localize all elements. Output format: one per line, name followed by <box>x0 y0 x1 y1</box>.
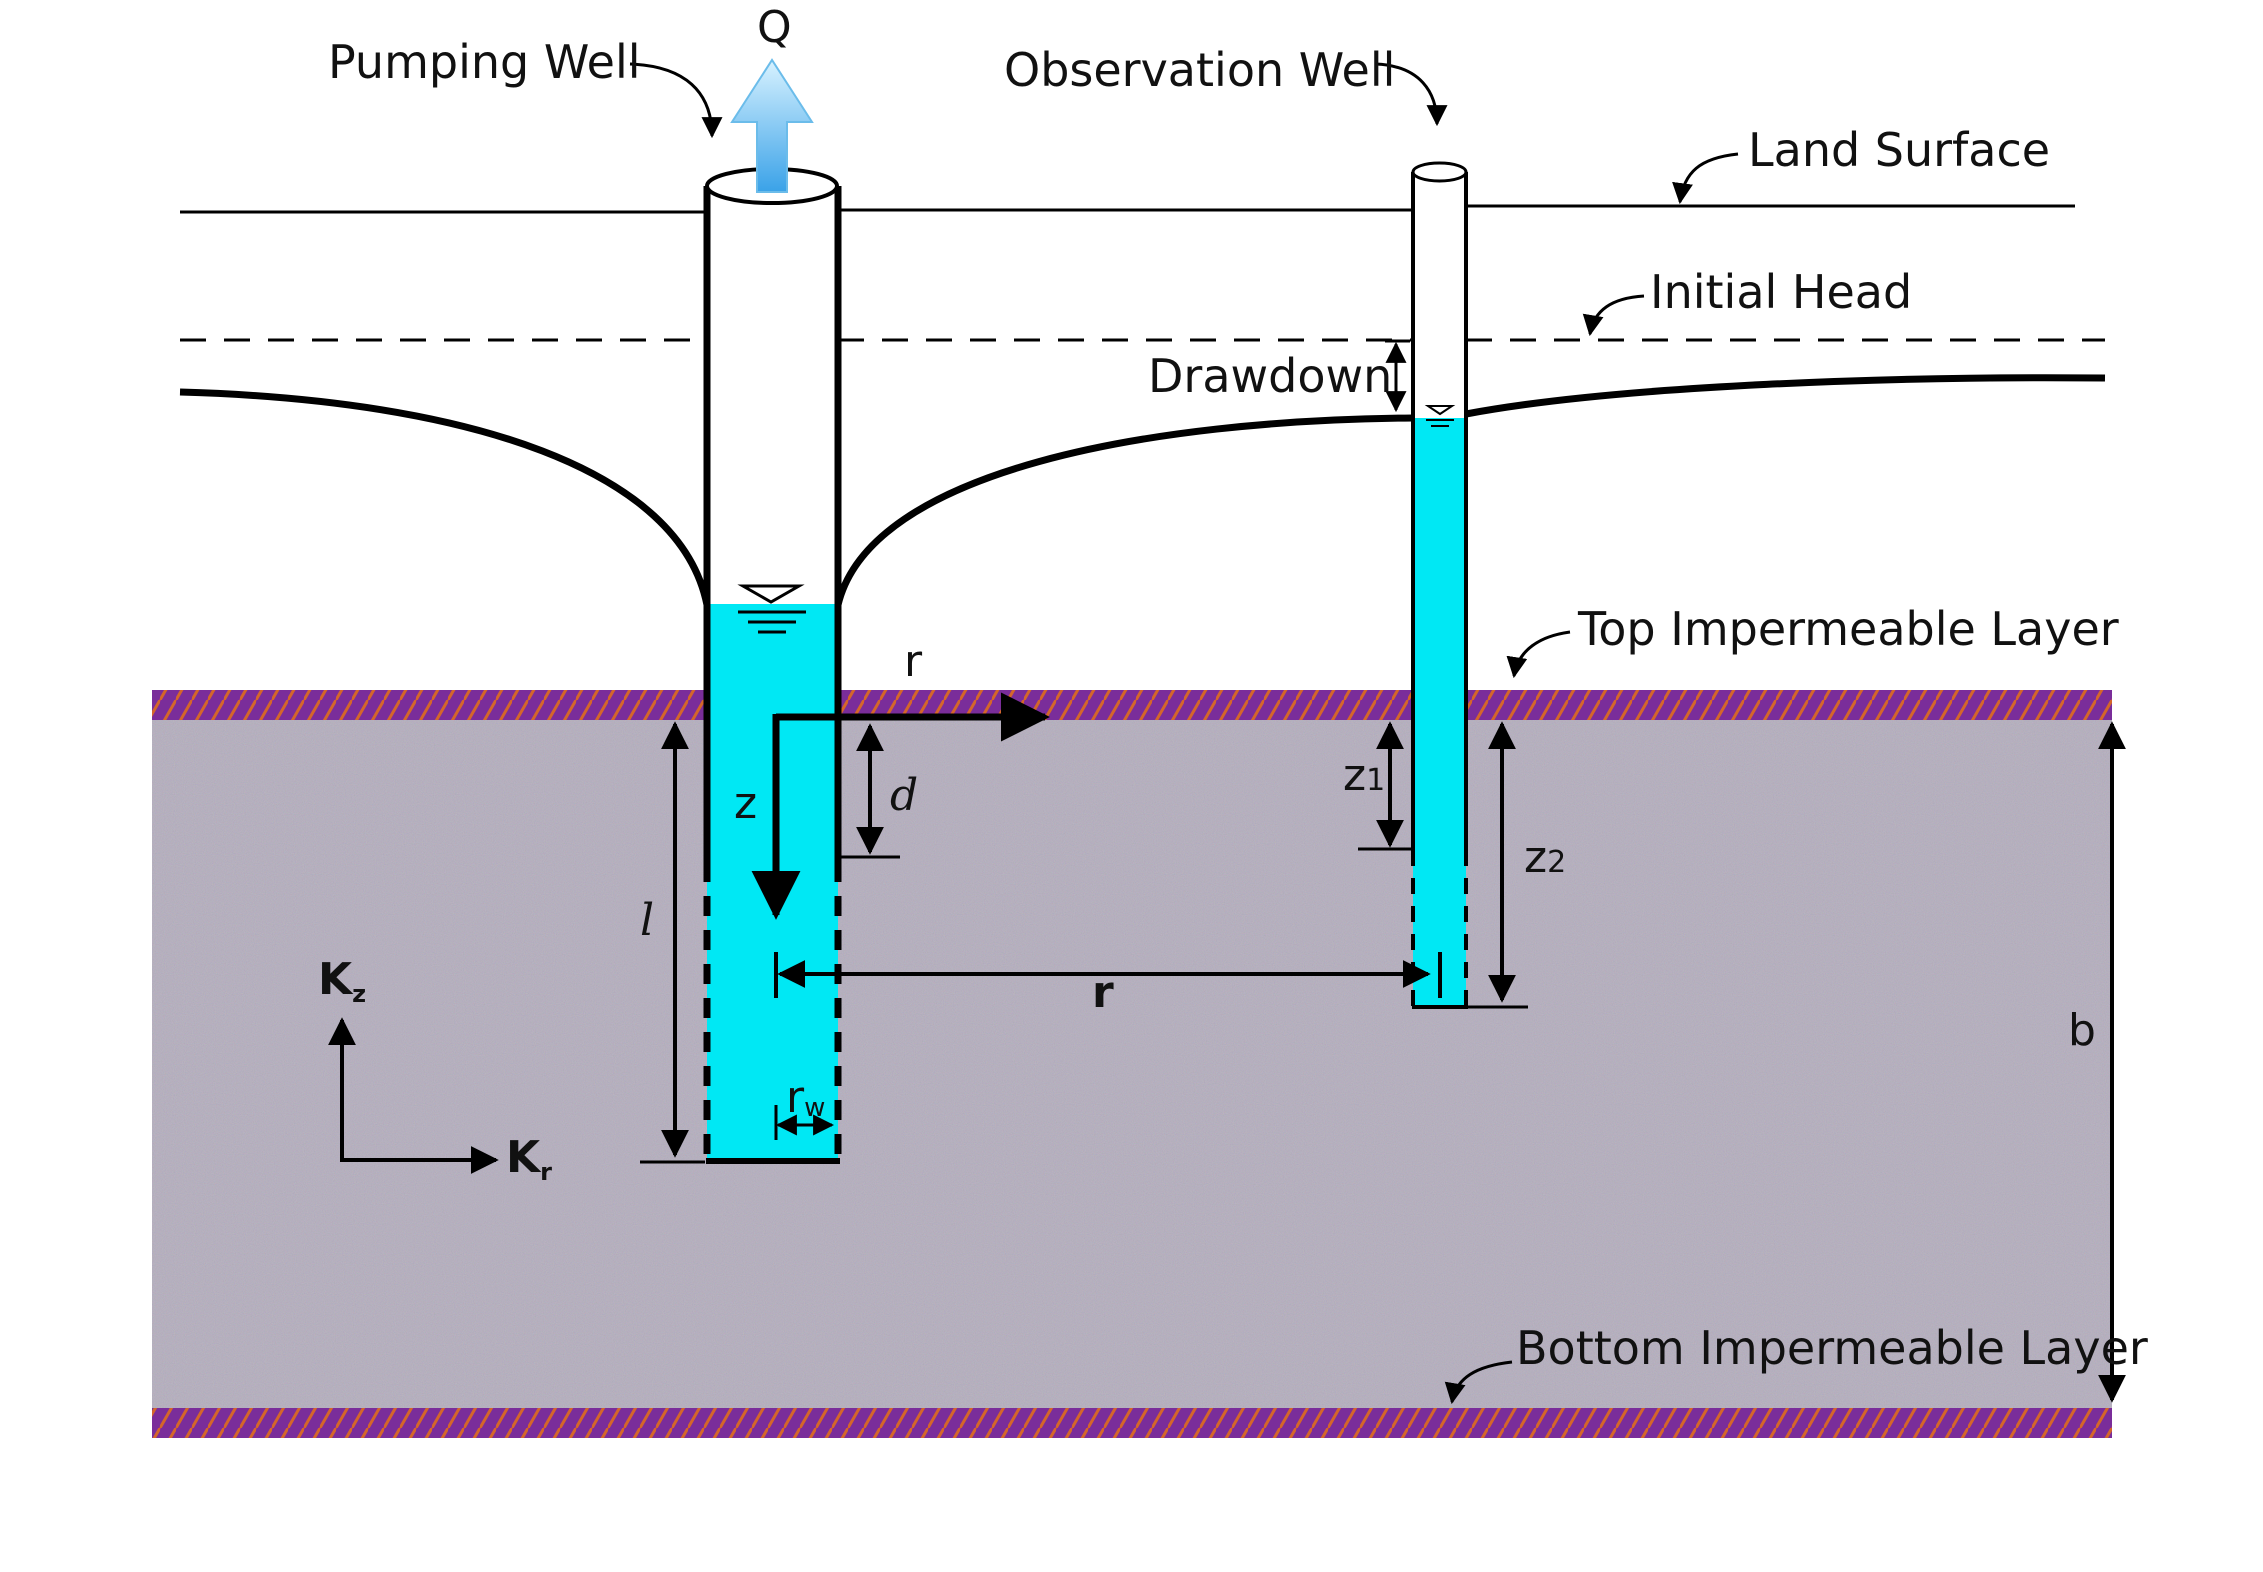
drawdown-label: Drawdown <box>1148 349 1392 403</box>
z2-subscript: 2 <box>1547 845 1566 880</box>
r-axis-symbol: r <box>904 636 923 687</box>
d-symbol: d <box>890 770 918 821</box>
pumping-well-leader <box>629 62 723 139</box>
kz-base: K <box>318 954 354 1005</box>
z1-base: z <box>1343 750 1366 801</box>
initial-head-leader <box>1582 294 1645 337</box>
water-table-symbol <box>737 584 806 634</box>
observation-well-leader <box>1375 62 1448 127</box>
bottom-layer-leader <box>1444 1360 1513 1405</box>
rw-base: r <box>786 1072 805 1123</box>
rw-subscript: w <box>804 1093 825 1123</box>
l-symbol: l <box>640 895 654 946</box>
kz-symbol: Kz <box>318 954 366 1008</box>
bottom-impermeable-layer <box>152 1408 2112 1438</box>
land-surface-leader <box>1672 152 1739 205</box>
rw-symbol: rw <box>786 1072 825 1123</box>
q-symbol: Q <box>757 2 792 53</box>
top-impermeable-layer-label: Top Impermeable Layer <box>1577 602 2119 656</box>
observation-well-top <box>1411 161 1468 183</box>
bottom-impermeable-layer-label: Bottom Impermeable Layer <box>1516 1321 2148 1375</box>
kr-symbol: Kr <box>506 1132 552 1186</box>
kz-subscript: z <box>352 980 366 1008</box>
z-axis-symbol: z <box>734 778 757 829</box>
z2-base: z <box>1524 832 1547 883</box>
pumping-well-label: Pumping Well <box>328 35 641 89</box>
observation-well-label: Observation Well <box>1004 43 1395 97</box>
discharge-arrow <box>730 58 814 193</box>
land-surface-label: Land Surface <box>1748 123 2050 177</box>
drawdown-curve-left <box>179 388 711 606</box>
kr-base: K <box>506 1132 542 1183</box>
aquifer-texture <box>152 716 2112 1410</box>
b-symbol: b <box>2068 1005 2096 1056</box>
observation-water-symbol <box>1424 405 1456 427</box>
z2-symbol: z2 <box>1524 832 1566 883</box>
observation-well-water <box>1413 418 1466 1006</box>
z1-symbol: z1 <box>1343 750 1385 801</box>
drawdown-curve-right <box>834 414 1414 606</box>
drawdown-curve-far <box>1465 374 2106 418</box>
top-layer-leader <box>1506 630 1571 679</box>
z1-subscript: 1 <box>1366 763 1385 798</box>
initial-head-label: Initial Head <box>1650 265 1912 319</box>
r-distance-symbol: r <box>1092 967 1114 1018</box>
top-impermeable-layer-right <box>1466 690 2112 720</box>
kr-subscript: r <box>540 1158 552 1186</box>
top-impermeable-layer-left <box>152 690 707 720</box>
